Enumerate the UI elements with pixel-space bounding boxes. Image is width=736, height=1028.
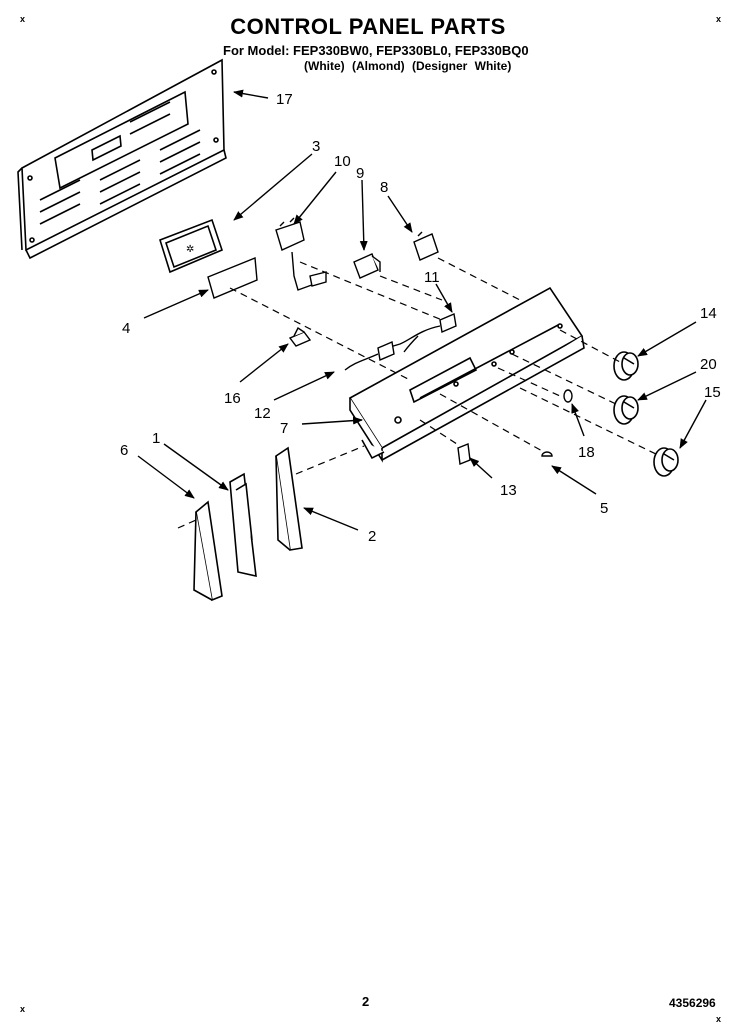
knob-14 xyxy=(613,351,639,381)
knob-15 xyxy=(653,447,679,477)
bumper xyxy=(541,451,553,457)
page-title: CONTROL PANEL PARTS xyxy=(230,14,506,39)
selector-switch xyxy=(275,217,327,291)
label-part-20: 20 xyxy=(700,356,717,373)
corner-mark-bottom-left: x xyxy=(20,1004,26,1014)
label-part-3: 3 xyxy=(312,138,320,155)
color-variants-line: (White) (Almond) (Designer White) xyxy=(304,59,512,73)
end-cap-1 xyxy=(229,472,257,578)
label-part-12: 12 xyxy=(254,405,271,422)
label-part-14: 14 xyxy=(700,305,717,322)
corner-mark-bottom-right: x xyxy=(716,1014,722,1024)
bracket-clip xyxy=(457,443,471,465)
label-part-15: 15 xyxy=(704,384,721,401)
backguard-panel xyxy=(17,58,227,260)
infinite-switch xyxy=(353,253,381,279)
end-cap-6 xyxy=(193,500,223,602)
spring xyxy=(563,389,573,403)
label-part-6: 6 xyxy=(120,442,128,459)
label-part-11: 11 xyxy=(424,269,440,286)
label-part-1: 1 xyxy=(152,430,160,447)
label-part-16: 16 xyxy=(224,390,241,407)
callout-arrows xyxy=(137,89,707,531)
label-part-8: 8 xyxy=(380,179,388,196)
end-cap-2 xyxy=(275,446,303,551)
document-number: 4356296 xyxy=(669,996,716,1010)
knob-20 xyxy=(613,395,639,425)
control-panel-housing xyxy=(348,286,585,463)
label-part-2: 2 xyxy=(368,528,376,545)
assembly-lines xyxy=(177,257,661,529)
model-line: For Model: FEP330BW0, FEP330BL0, FEP330B… xyxy=(223,43,529,58)
corner-mark-top-right: x xyxy=(716,14,722,24)
clip xyxy=(288,326,312,347)
wire-harness xyxy=(344,313,457,371)
label-part-10: 10 xyxy=(334,153,351,170)
page-number: 2 xyxy=(362,994,370,1009)
label-part-17: 17 xyxy=(276,91,293,108)
label-part-13: 13 xyxy=(500,482,517,499)
clock-display: ✲ xyxy=(159,218,223,274)
part-number-labels: 17 3 10 9 8 11 4 16 12 7 13 5 18 14 20 1… xyxy=(120,91,721,545)
push-switch xyxy=(413,231,439,261)
label-part-7: 7 xyxy=(280,420,288,437)
svg-text:✲: ✲ xyxy=(186,244,194,255)
corner-mark-top-left: x xyxy=(20,14,26,24)
overlay-label xyxy=(207,256,258,299)
label-part-9: 9 xyxy=(356,165,364,182)
label-part-5: 5 xyxy=(600,500,608,517)
label-part-4: 4 xyxy=(122,320,130,337)
label-part-18: 18 xyxy=(578,444,595,461)
